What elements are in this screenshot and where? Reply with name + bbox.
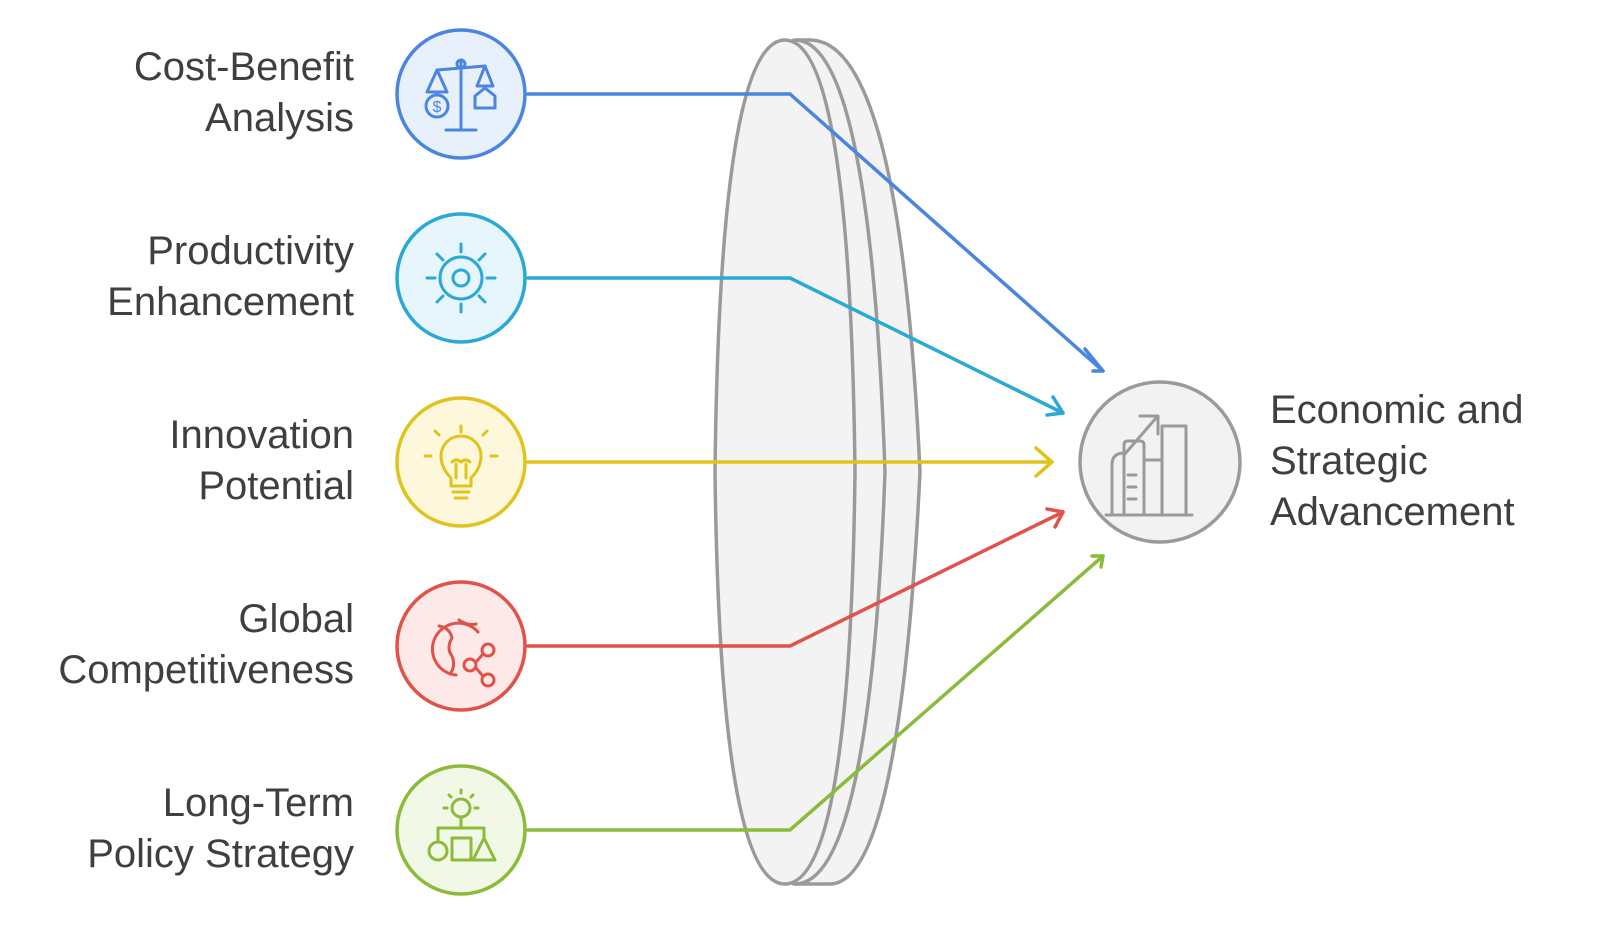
connector-long-term [526,554,1105,832]
label-line: Analysis [205,96,354,140]
label-long-term: Long-Term Policy Strategy [87,778,354,880]
label-cost-benefit: Cost-Benefit Analysis [134,42,354,144]
node-economic-strategic [1078,380,1242,544]
label-line: Potential [198,464,354,508]
balance-scale-icon: $ [424,58,497,132]
globe-network-icon [430,618,496,688]
label-line: Innovation [169,413,354,457]
node-long-term [395,764,527,896]
label-line: Strategic [1270,439,1428,483]
lens-rim [794,38,887,886]
connector-cost-benefit [526,92,1105,373]
arrowhead-productivity [1045,395,1065,417]
label-global: Global Competitiveness [58,594,354,696]
label-line: Productivity [147,229,354,273]
label-line: Enhancement [107,280,354,324]
dollar-glyph: $ [433,99,442,116]
label-line: Economic and [1270,388,1524,432]
node-global [395,580,527,712]
label-economic-strategic: Economic and Strategic Advancement [1270,385,1523,538]
arrowhead-global [1045,507,1065,529]
growth-chart-icon [1104,414,1194,517]
label-line: Advancement [1270,490,1515,534]
gear-icon [425,242,497,314]
label-line: Cost-Benefit [133,45,354,89]
arrowhead-innovation [1034,446,1054,478]
node-productivity [395,212,527,344]
label-line: Long-Term [162,781,354,825]
label-line: Global [238,597,354,641]
label-productivity: Productivity Enhancement [107,226,354,328]
label-innovation: Innovation Potential [169,410,354,512]
connector-global [526,510,1065,648]
arrowhead-cost-benefit [1083,347,1105,373]
arrowhead-long-term [1090,554,1105,569]
lightbulb-icon [423,424,499,500]
connector-productivity [526,276,1065,415]
label-line: Policy Strategy [87,832,354,876]
label-line: Competitiveness [58,648,354,692]
connectors [526,92,1105,832]
strategy-shapes-icon [427,788,497,862]
